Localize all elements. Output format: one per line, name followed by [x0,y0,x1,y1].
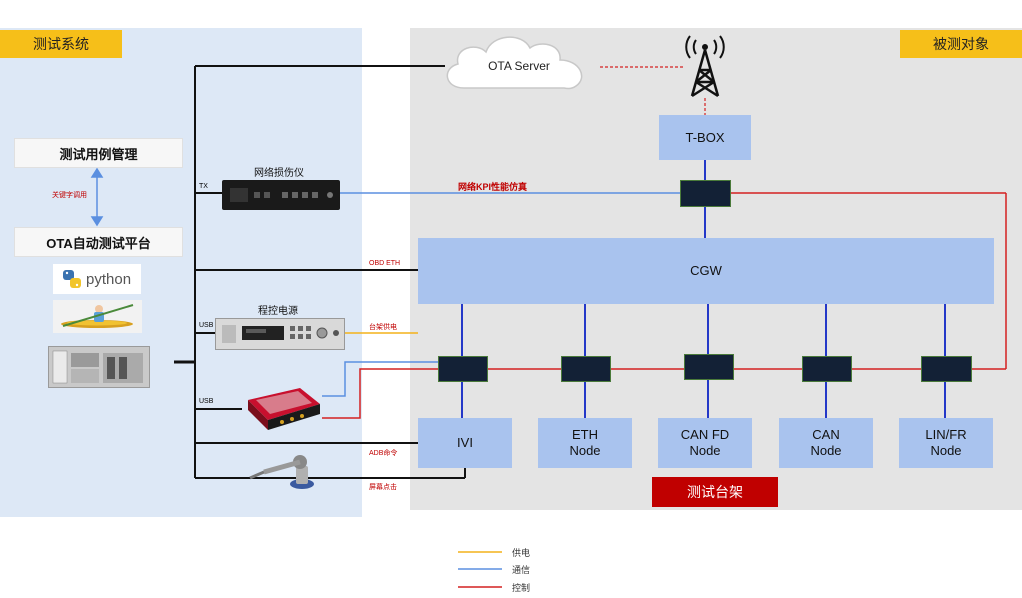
tbox-label: T-BOX [685,129,725,145]
linfr-node-label-line1: LIN/FR [925,427,967,442]
cgw-box: CGW [418,238,994,304]
ota-platform-label: OTA自动测试平台 [46,235,151,251]
python-icon [63,270,81,288]
can-node: CAN Node [779,418,873,468]
pc-chassis-icon [52,350,143,384]
interface-module-canfd [684,354,734,380]
linfr-node: LIN/FR Node [899,418,993,468]
dut-title: 被测对象 [933,36,989,52]
network-emulator-icon [230,188,333,202]
canfd-node: CAN FD Node [658,418,752,468]
industrial-pc [48,346,150,388]
test-bench-tag: 测试台架 [652,477,778,507]
python-logo: python [53,264,141,294]
can-node-label-line2: Node [810,443,842,458]
test-bench-label: 测试台架 [687,484,743,500]
linfr-node-label-line2: Node [930,443,962,458]
test-system-title: 测试系统 [33,36,89,52]
tbox-box: T-BOX [659,115,751,160]
eth-node-label-line2: Node [569,443,601,458]
eth-node: ETH Node [538,418,632,468]
legend-communication: 通信 [512,565,531,575]
power-supply-label: 程控电源 [258,306,298,317]
rack-power-label: 台架供电 [369,324,397,331]
net-impair-label: 网络损伤仪 [254,168,304,179]
ota-server-label: OTA Server [488,59,550,73]
cloud-icon [446,36,583,90]
canfd-node-label-line1: CAN FD [680,427,730,442]
ota-server-cloud: OTA Server [436,26,602,98]
network-impairment-device [222,180,340,210]
programmable-power-supply [215,318,345,350]
ivi-label: IVI [457,435,473,450]
interface-module-can [802,356,852,382]
interface-module-tbox [680,180,731,207]
antenna-icon [685,35,725,98]
robot-arm-icon [249,455,314,489]
test-case-mgmt-box: 测试用例管理 [14,138,183,168]
legend-power: 供电 [512,548,531,558]
robot-framework-logo [53,300,142,333]
bus-interface-device [242,386,322,432]
test-system-tag: 测试系统 [0,30,122,58]
dut-tag: 被测对象 [900,30,1022,58]
tx-port-label: TX [199,183,208,190]
usb-port-label-2: USB [199,398,214,405]
screen-tap-label: 屏幕点击 [369,484,397,491]
interface-module-linfr [921,356,972,382]
test-case-mgmt-label: 测试用例管理 [59,146,138,162]
kayak-icon [61,304,134,328]
ota-platform-box: OTA自动测试平台 [14,227,183,257]
python-text: python [86,270,132,288]
interface-module-ivi [438,356,488,382]
usb-port-label-1: USB [199,322,214,329]
cell-tower [682,34,728,100]
adb-command-label: ADB命令 [369,450,398,457]
robot-arm [244,448,324,490]
eth-node-label-line1: ETH [572,427,598,442]
cgw-label: CGW [690,263,722,278]
keyword-call-label: 关键字调用 [52,192,87,199]
power-supply-icon [222,325,339,343]
obd-eth-label: OBD ETH [369,260,401,267]
ivi-node: IVI [418,418,512,468]
interface-module-eth [561,356,611,382]
legend-control: 控制 [512,583,531,593]
can-node-label-line1: CAN [812,427,840,442]
canfd-node-label-line2: Node [689,443,721,458]
kpi-sim-label: 网络KPI性能仿真 [458,182,528,192]
can-interface-icon [248,388,320,430]
